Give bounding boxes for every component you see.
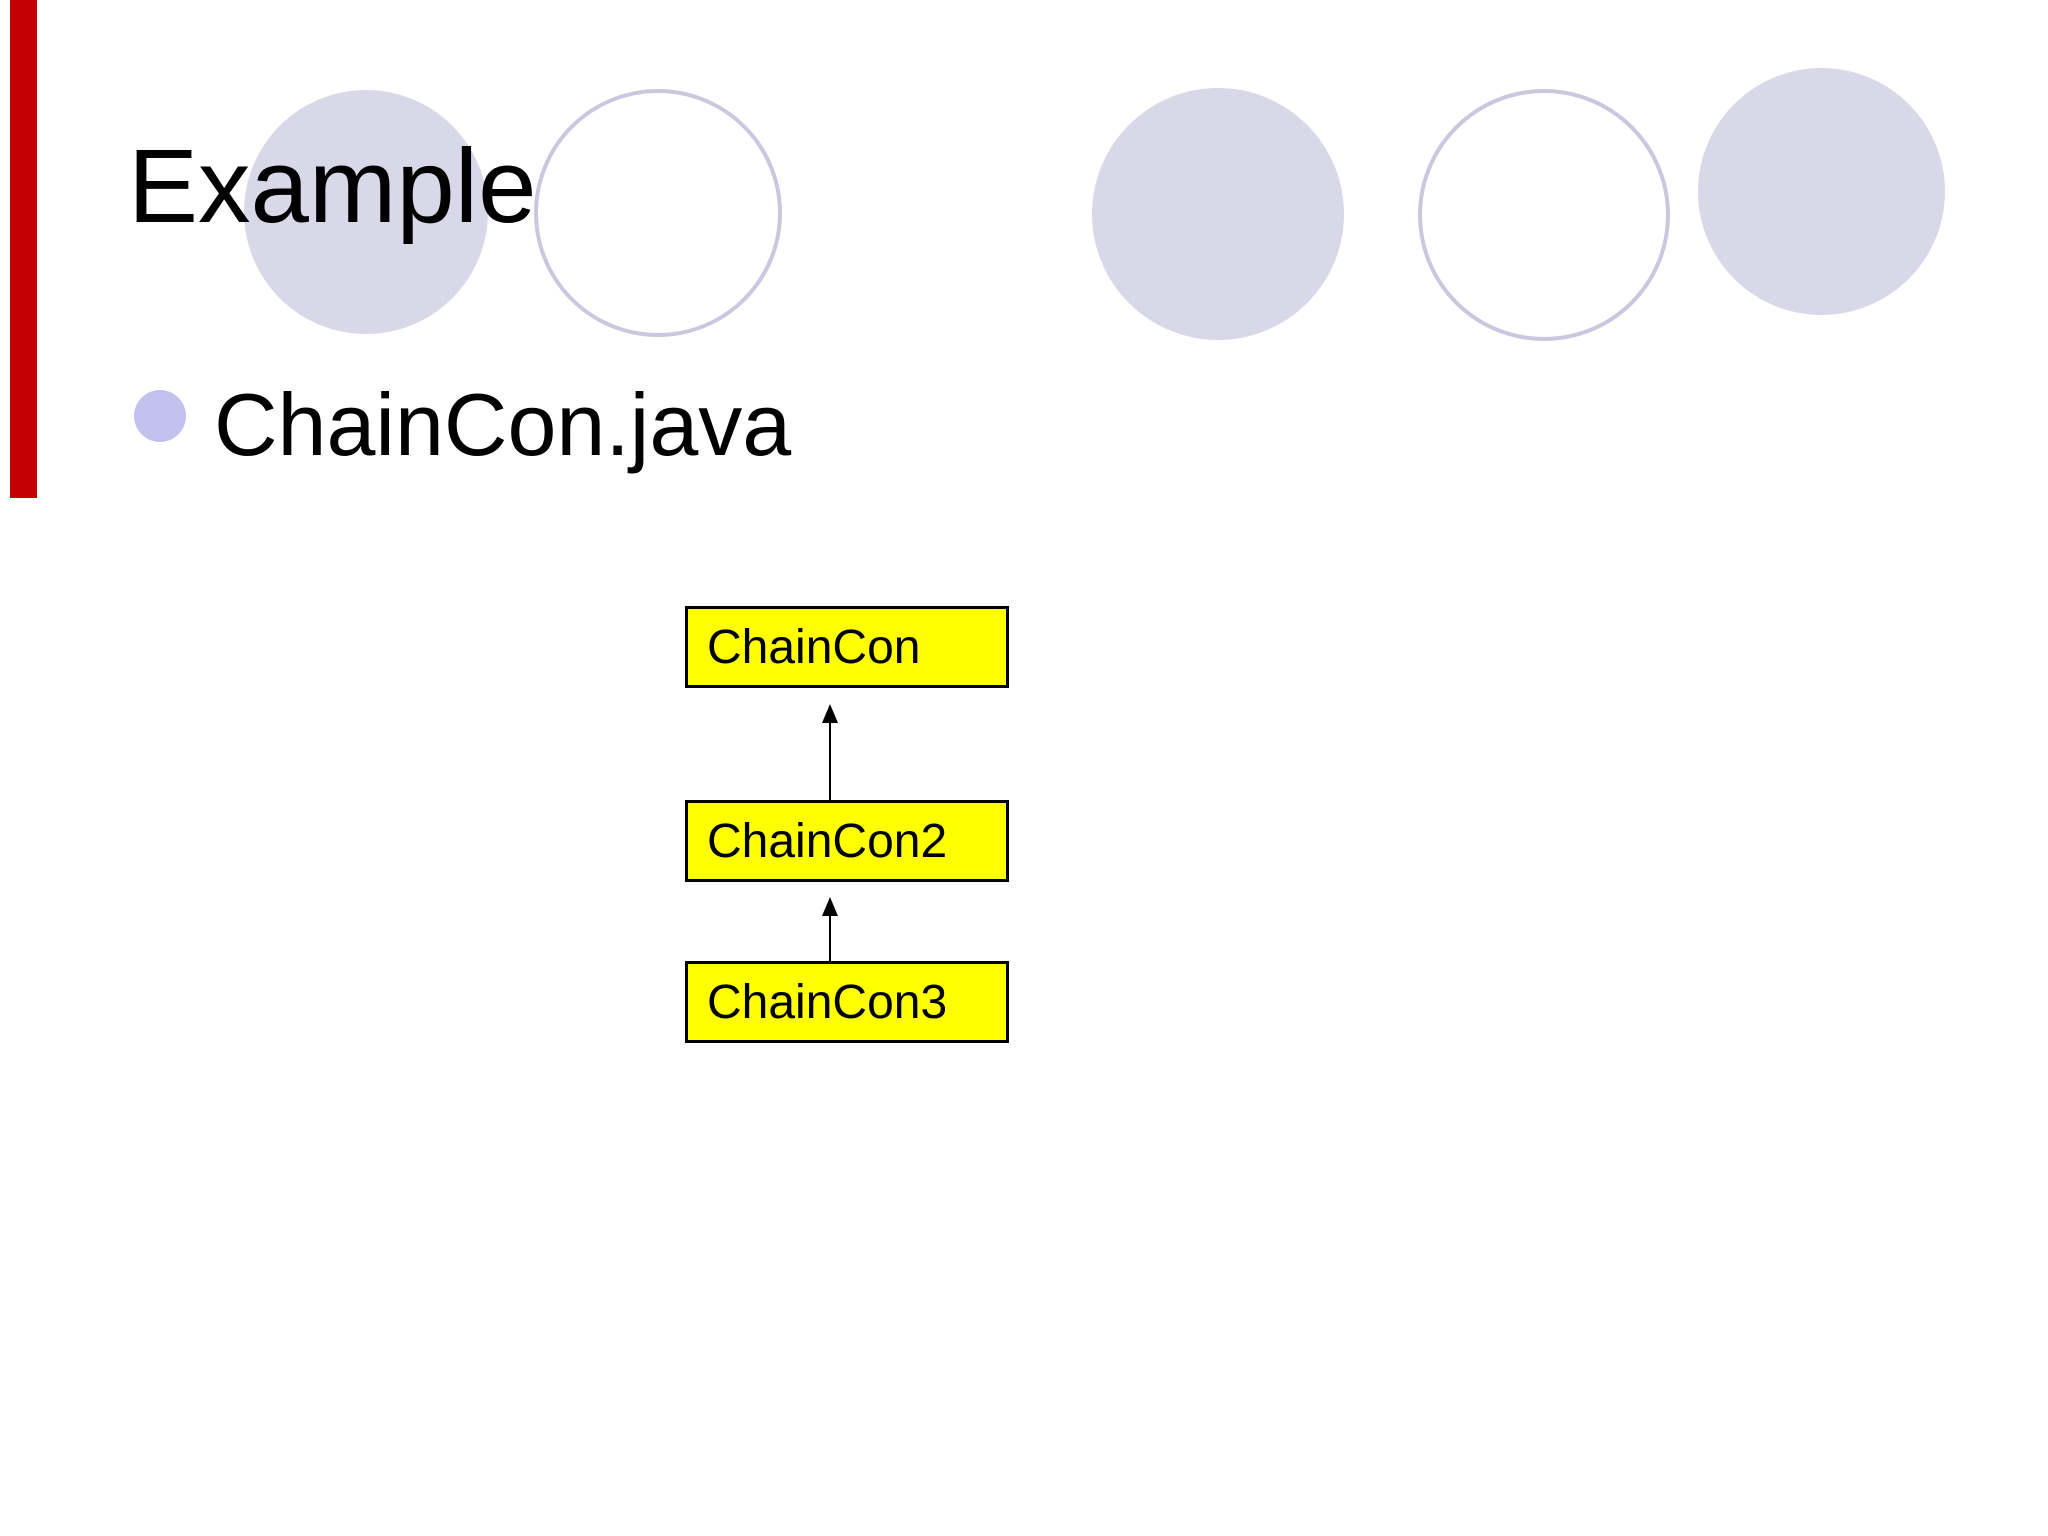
class-box-label: ChainCon [707, 620, 921, 674]
slide-title: Example [128, 128, 537, 245]
class-box-chaincon3: ChainCon3 [685, 961, 1009, 1043]
class-box-label: ChainCon2 [707, 814, 948, 868]
decorative-circle-filled-right-2 [1698, 68, 1945, 315]
decorative-circle-outlined-left [534, 89, 782, 337]
bullet-text: ChainCon.java [214, 375, 792, 474]
class-box-label: ChainCon3 [707, 975, 948, 1029]
arrow-line [829, 722, 831, 800]
arrow-line [829, 915, 831, 961]
class-box-chaincon2: ChainCon2 [685, 800, 1009, 882]
accent-bar [10, 0, 37, 498]
decorative-circle-outlined-right [1418, 89, 1670, 341]
class-box-chaincon: ChainCon [685, 606, 1009, 688]
bullet-dot-icon [134, 390, 186, 442]
arrow-up-icon [822, 897, 838, 916]
arrow-up-icon [822, 704, 838, 723]
decorative-circle-filled-right-1 [1092, 88, 1344, 340]
decorative-circle-filled-left [244, 90, 488, 334]
